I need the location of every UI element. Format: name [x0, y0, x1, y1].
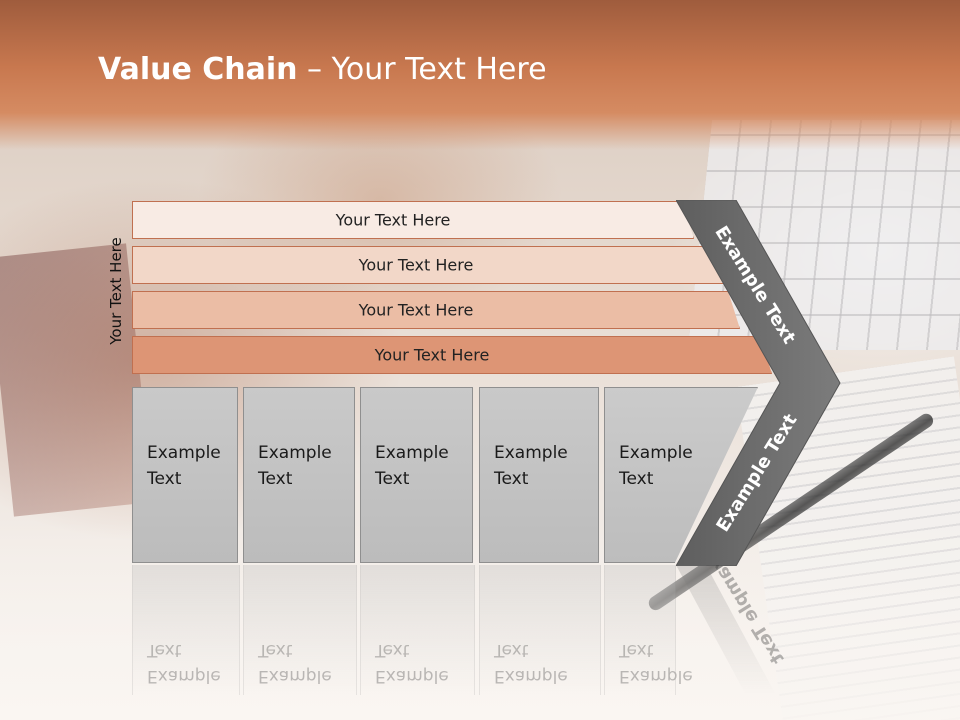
box-line: Example: [619, 443, 693, 463]
title-band: [0, 0, 960, 150]
slide-title[interactable]: Value Chain – Your Text Here: [98, 52, 547, 87]
support-bar-label: Your Text Here: [335, 210, 451, 230]
support-bar-label: Your Text Here: [374, 345, 490, 365]
reflection-line: Example: [147, 666, 221, 686]
support-bar-2[interactable]: Your Text Here: [132, 246, 740, 284]
title-bold-part: Value Chain: [98, 52, 298, 87]
reflection-line: Text: [375, 640, 410, 660]
reflection: Example Text Example Text Example Text Exam…: [0, 565, 960, 705]
reflection-text: Example Text: [494, 637, 584, 689]
reflection-line: Text: [258, 640, 293, 660]
reflection-line: Text: [619, 640, 654, 660]
box-line: Text: [258, 469, 293, 489]
chevron-shape: [676, 200, 841, 566]
reflection-box: Example Text: [132, 565, 240, 695]
reflection-line: Example: [494, 666, 568, 686]
side-label-text: Your Text Here: [107, 237, 125, 345]
reflection-box: Example Text: [479, 565, 601, 695]
box-line: Example: [494, 443, 568, 463]
box-line: Text: [147, 469, 182, 489]
title-rest-part: – Your Text Here: [297, 52, 547, 87]
margin-chevron[interactable]: [676, 200, 846, 566]
reflection-line: Example: [258, 666, 332, 686]
support-bar-label: Your Text Here: [358, 255, 474, 275]
support-bar-3[interactable]: Your Text Here: [132, 291, 740, 329]
box-line: Example: [258, 443, 332, 463]
reflection-box: Example Text: [360, 565, 475, 695]
reflection-line: Text: [494, 640, 529, 660]
reflection-text: Example Text: [619, 637, 709, 689]
support-bar-1[interactable]: Your Text Here: [132, 201, 694, 239]
box-line: Example: [147, 443, 221, 463]
reflection-box: Example Text: [604, 565, 693, 695]
reflection-text: Example Text: [258, 637, 348, 689]
reflection-text: Example Text: [147, 637, 237, 689]
support-bar-label: Your Text Here: [358, 300, 474, 320]
reflection-line: Example: [619, 666, 693, 686]
box-line: Text: [375, 469, 410, 489]
box-line: Example: [375, 443, 449, 463]
reflection-line: Text: [147, 640, 182, 660]
reflection-line: Example: [375, 666, 449, 686]
reflection-box: Example Text: [243, 565, 357, 695]
box-line: Text: [619, 469, 654, 489]
side-label[interactable]: Your Text Here: [104, 226, 128, 356]
wallet-shape: [0, 243, 154, 517]
box-line: Text: [494, 469, 529, 489]
reflection-text: Example Text: [375, 637, 465, 689]
